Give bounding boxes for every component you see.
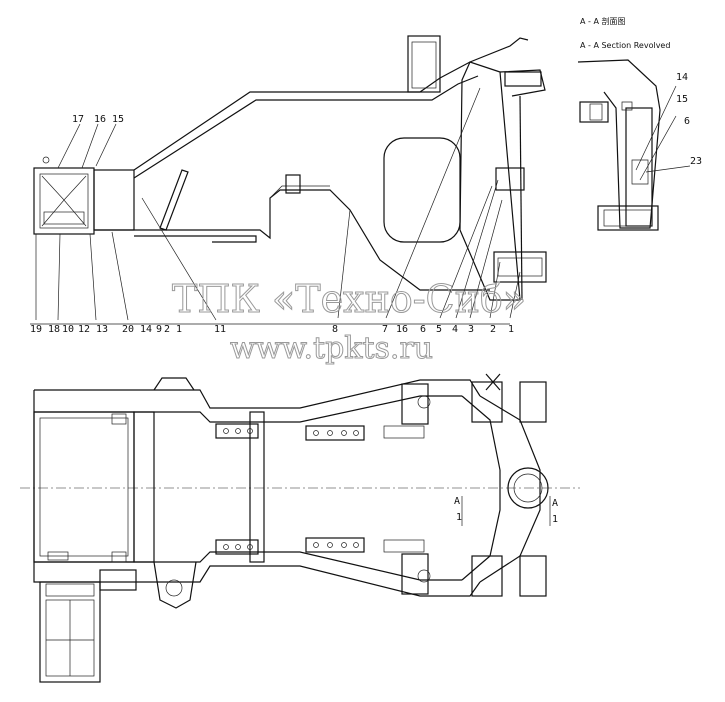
callout-19: 19	[30, 324, 42, 335]
section-callout-14: 14	[676, 72, 688, 83]
section-note-en: A - A Section Revolved	[580, 41, 670, 50]
callout-7: 7	[382, 324, 388, 335]
section-a-a-view: A - A 剖面图 A - A Section Revolved 14 15 6…	[577, 16, 702, 231]
section-callout-6: 6	[684, 116, 690, 127]
callout-2: 2	[164, 324, 170, 335]
callout-8: 8	[332, 324, 338, 335]
watermark-url: www.tpkts.ru	[230, 331, 433, 366]
section-mark-1-right: 1	[552, 514, 558, 525]
callout-1: 1	[176, 324, 182, 335]
callout-18: 18	[48, 324, 60, 335]
callout-20: 20	[122, 324, 134, 335]
section-mark-a-right: A	[552, 498, 558, 509]
callout-17: 17	[72, 114, 84, 125]
callout-4: 4	[452, 324, 458, 335]
callout-6: 6	[420, 324, 426, 335]
callout-13: 13	[96, 324, 108, 335]
callout-14: 14	[140, 324, 152, 335]
callout-3: 3	[468, 324, 474, 335]
callout-11: 11	[214, 324, 226, 335]
watermark: ТПК «Техно-Сиб» www.tpkts.ru	[172, 277, 527, 367]
callout-5: 5	[436, 324, 442, 335]
callout-12: 12	[78, 324, 90, 335]
section-callout-23: 23	[690, 156, 702, 167]
section-mark-a-left: A	[454, 496, 460, 507]
watermark-title: ТПК «Техно-Сиб»	[172, 277, 526, 321]
callout-16: 16	[396, 324, 408, 335]
callout-16b: 16	[94, 114, 106, 125]
callout-10: 10	[62, 324, 74, 335]
callout-2b: 2	[490, 324, 496, 335]
section-note-cn: A - A 剖面图	[580, 16, 625, 26]
callout-9: 9	[156, 324, 162, 335]
section-callout-15: 15	[676, 94, 688, 105]
plan-view: A 1 A 1	[20, 373, 580, 683]
side-view	[30, 35, 547, 325]
callout-1b: 1	[508, 324, 514, 335]
section-mark-1-left: 1	[456, 512, 462, 523]
side-view-callouts: 19 18 10 12 13 20 14 9 2 1 11 8 7 16 6 5…	[30, 114, 514, 335]
callout-15: 15	[112, 114, 124, 125]
